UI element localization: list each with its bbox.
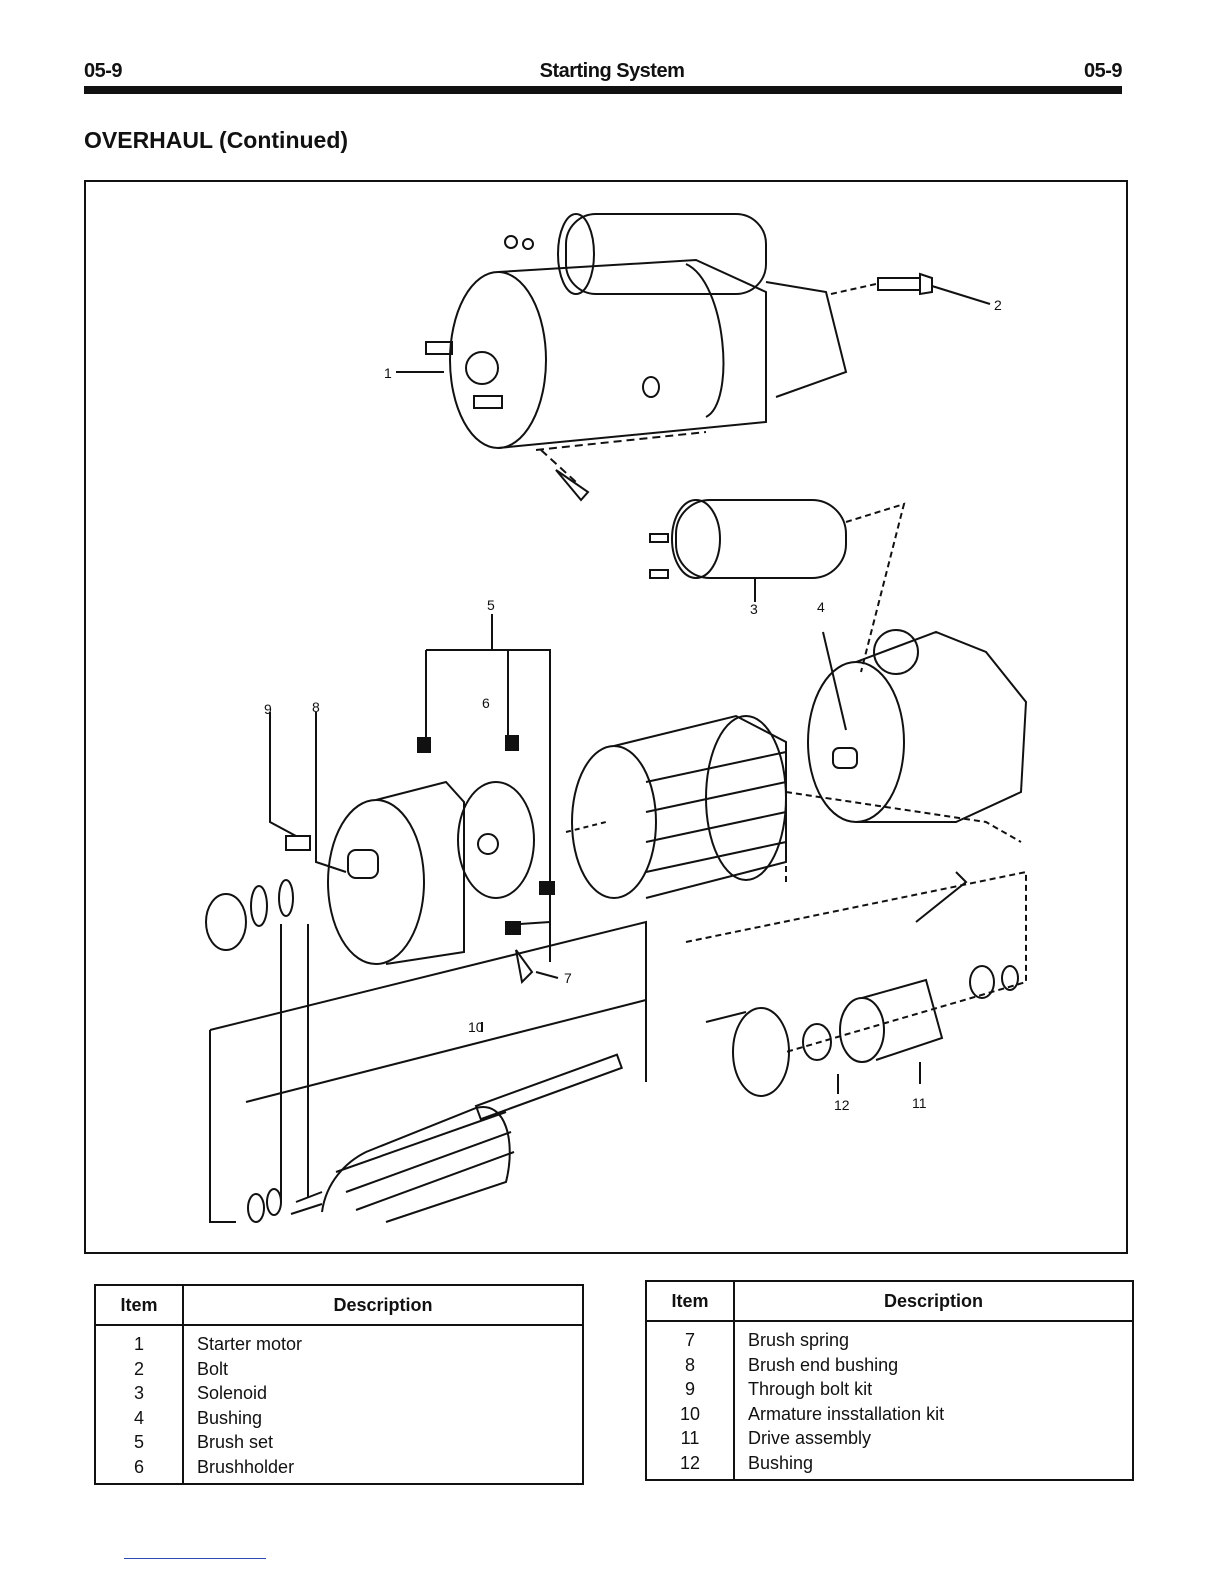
- table-row: 10 Armature insstallation kit: [646, 1402, 1133, 1427]
- callout-10: 10: [468, 1019, 484, 1035]
- callout-12: 12: [834, 1097, 850, 1113]
- table-row: 4 Bushing: [95, 1406, 583, 1431]
- item-description: Starter motor: [183, 1325, 583, 1357]
- callout-6: 6: [482, 695, 490, 711]
- item-description: Brushholder: [183, 1455, 583, 1485]
- table-row: 5 Brush set: [95, 1430, 583, 1455]
- callout-5: 5: [487, 597, 495, 613]
- item-number: 5: [95, 1430, 183, 1455]
- starter-motor-drawing: [426, 214, 846, 500]
- column-header-description: Description: [183, 1285, 583, 1325]
- item-description: Solenoid: [183, 1381, 583, 1406]
- item-number: 10: [646, 1402, 734, 1427]
- field-frame-drawing: [566, 716, 786, 898]
- armature-drawing: [210, 922, 646, 1222]
- table-row: 12 Bushing: [646, 1451, 1133, 1481]
- starter-motor-exploded-drawing: 1 2 3 4 5 6 7 8 9 10 11 12: [86, 182, 1126, 1252]
- callout-2: 2: [994, 297, 1002, 313]
- section-title: OVERHAUL (Continued): [84, 127, 348, 154]
- table-row: 11 Drive assembly: [646, 1426, 1133, 1451]
- drive-end-housing-drawing: [808, 630, 1026, 822]
- table-header-row: Item Description: [646, 1281, 1133, 1321]
- callout-3: 3: [750, 601, 758, 617]
- drive-assembly-drawing: [686, 792, 1026, 1096]
- item-description: Bolt: [183, 1357, 583, 1382]
- callout-7: 7: [564, 970, 572, 986]
- item-description: Armature insstallation kit: [734, 1402, 1133, 1427]
- callout-8: 8: [312, 699, 320, 715]
- brush-end-housing-drawing: [206, 782, 464, 964]
- callout-4: 4: [817, 599, 825, 615]
- item-number: 11: [646, 1426, 734, 1451]
- exploded-view-figure: 1 2 3 4 5 6 7 8 9 10 11 12: [84, 180, 1128, 1254]
- callout-9: 9: [264, 701, 272, 717]
- solenoid-drawing: [650, 500, 904, 672]
- parts-table-left: Item Description 1 Starter motor 2 Bolt …: [94, 1284, 584, 1485]
- item-number: 12: [646, 1451, 734, 1481]
- table-row: 6 Brushholder: [95, 1455, 583, 1485]
- page-number-right: 05-9: [1084, 60, 1122, 83]
- item-description: Bushing: [734, 1451, 1133, 1481]
- item-description: Drive assembly: [734, 1426, 1133, 1451]
- table-row: 7 Brush spring: [646, 1321, 1133, 1353]
- item-number: 6: [95, 1455, 183, 1485]
- bolt-drawing: [831, 274, 990, 304]
- item-number: 4: [95, 1406, 183, 1431]
- brushholder-drawing: [418, 614, 554, 982]
- page-header-title: Starting System: [0, 60, 1224, 83]
- item-description: Brush set: [183, 1430, 583, 1455]
- table-row: 8 Brush end bushing: [646, 1353, 1133, 1378]
- column-header-item: Item: [646, 1281, 734, 1321]
- callout-11: 11: [912, 1095, 927, 1111]
- item-number: 1: [95, 1325, 183, 1357]
- header-rule: [84, 86, 1122, 94]
- item-number: 8: [646, 1353, 734, 1378]
- column-header-description: Description: [734, 1281, 1133, 1321]
- item-number: 3: [95, 1381, 183, 1406]
- table-row: 9 Through bolt kit: [646, 1377, 1133, 1402]
- table-row: 1 Starter motor: [95, 1325, 583, 1357]
- callout-1: 1: [384, 365, 392, 381]
- item-description: Brush spring: [734, 1321, 1133, 1353]
- item-description: Bushing: [183, 1406, 583, 1431]
- footer-rule: [124, 1558, 266, 1559]
- item-number: 9: [646, 1377, 734, 1402]
- item-description: Through bolt kit: [734, 1377, 1133, 1402]
- table-header-row: Item Description: [95, 1285, 583, 1325]
- item-number: 2: [95, 1357, 183, 1382]
- parts-table-right: Item Description 7 Brush spring 8 Brush …: [645, 1280, 1134, 1481]
- table-row: 2 Bolt: [95, 1357, 583, 1382]
- column-header-item: Item: [95, 1285, 183, 1325]
- item-description: Brush end bushing: [734, 1353, 1133, 1378]
- item-number: 7: [646, 1321, 734, 1353]
- table-row: 3 Solenoid: [95, 1381, 583, 1406]
